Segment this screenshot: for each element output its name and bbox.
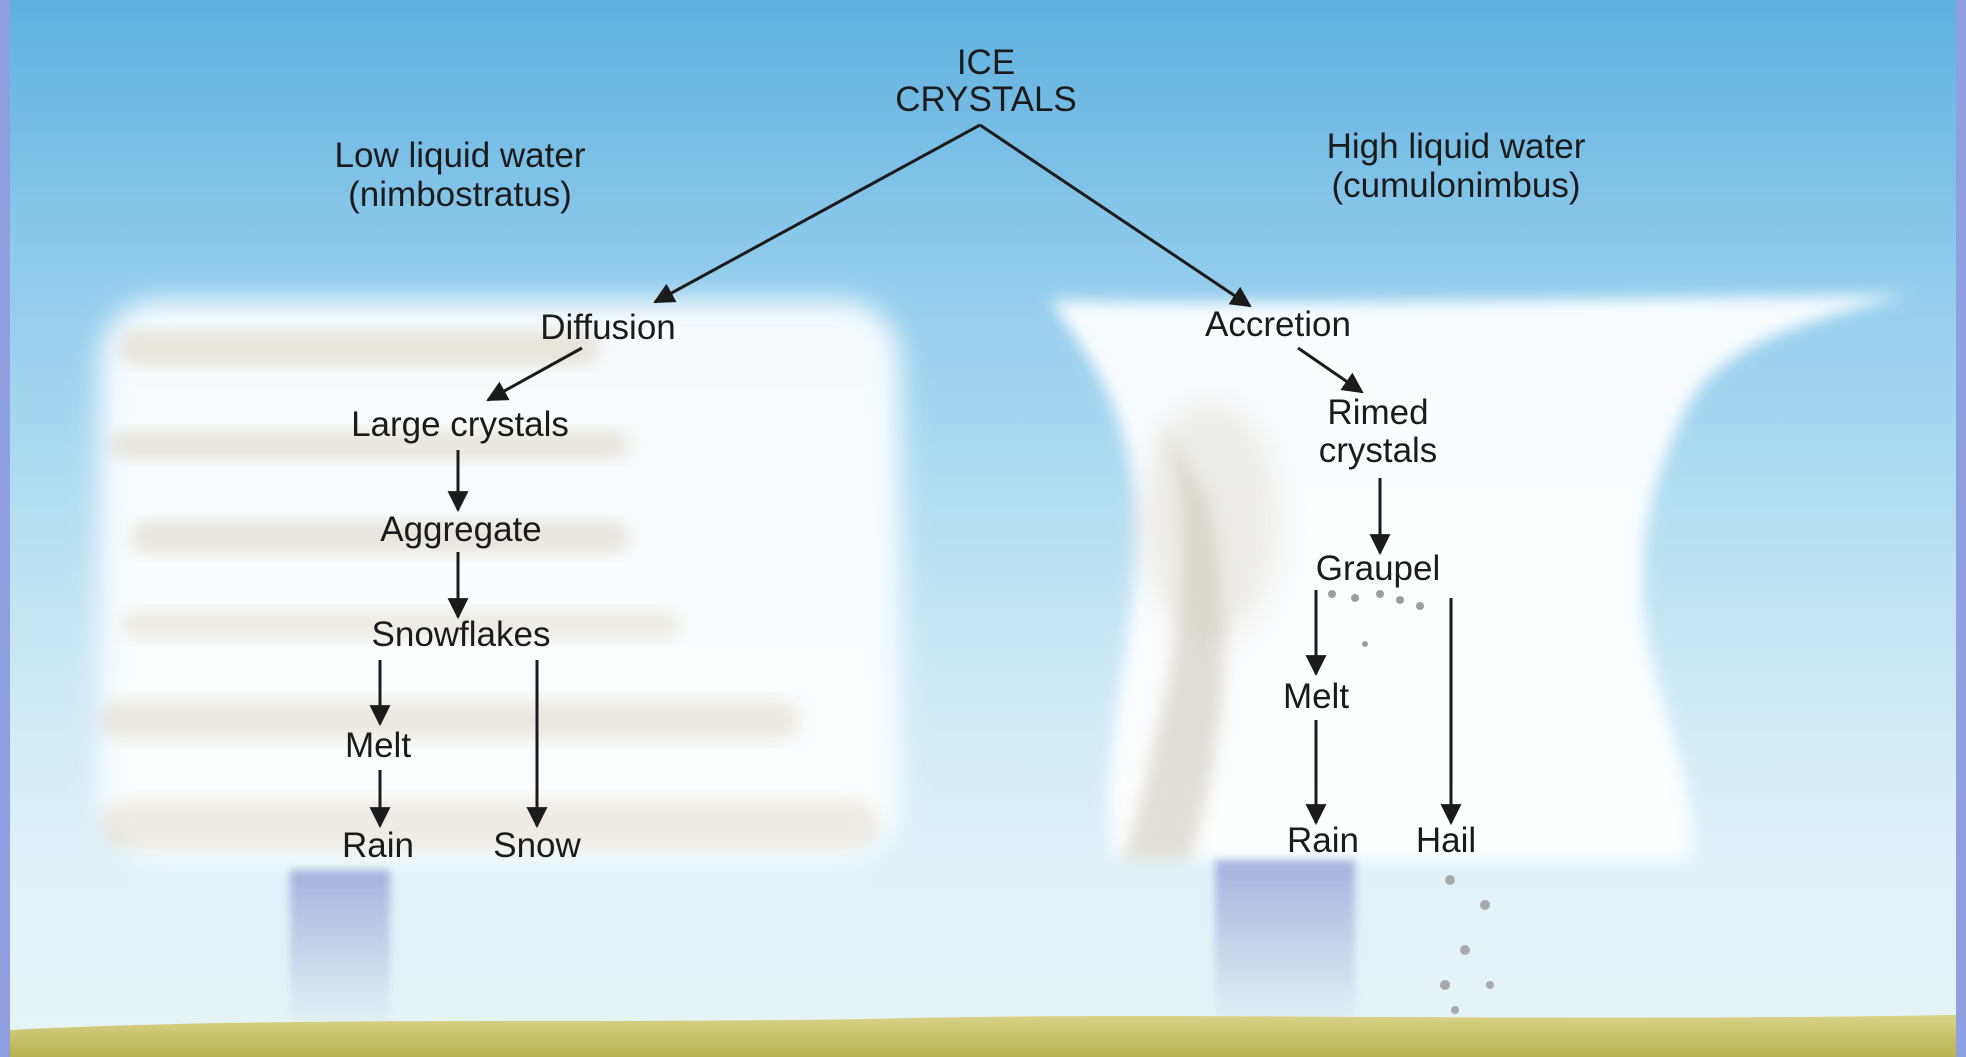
high-liquid-water-header: High liquid water (cumulonimbus) bbox=[1327, 127, 1586, 205]
diagram-canvas: ICE CRYSTALS Low liquid water (nimbostra… bbox=[10, 0, 1956, 1057]
ice-crystals-label: ICE CRYSTALS bbox=[895, 44, 1077, 118]
rain-shafts bbox=[290, 860, 1355, 1030]
snow-label: Snow bbox=[493, 827, 581, 865]
melt-left-label: Melt bbox=[345, 727, 411, 765]
large-crystals-label: Large crystals bbox=[351, 406, 569, 444]
cumulonimbus-cloud bbox=[1050, 295, 1910, 860]
rain-left-label: Rain bbox=[342, 827, 414, 865]
hail-label: Hail bbox=[1416, 822, 1476, 860]
cloud-precipitation-diagram bbox=[10, 0, 1956, 1057]
arrow-ice-to-diffusion bbox=[655, 125, 980, 302]
aggregate-label: Aggregate bbox=[380, 511, 542, 549]
hail-stones bbox=[1440, 875, 1494, 1014]
rain-right-label: Rain bbox=[1287, 822, 1359, 860]
snowflakes-label: Snowflakes bbox=[372, 616, 551, 654]
diffusion-label: Diffusion bbox=[540, 309, 676, 347]
low-liquid-water-header: Low liquid water (nimbostratus) bbox=[335, 136, 586, 214]
arrow-ice-to-accretion bbox=[980, 125, 1250, 306]
graupel-label: Graupel bbox=[1316, 550, 1441, 588]
nimbostratus-cloud bbox=[100, 300, 900, 860]
melt-right-label: Melt bbox=[1283, 678, 1349, 716]
accretion-label: Accretion bbox=[1205, 306, 1351, 344]
rimed-crystals-label: Rimed crystals bbox=[1319, 394, 1438, 470]
